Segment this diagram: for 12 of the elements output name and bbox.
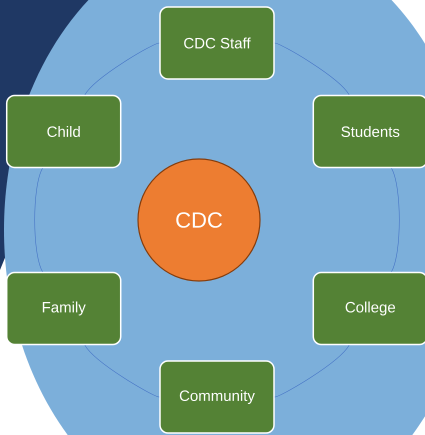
ring-arc	[84, 42, 160, 96]
group-box: CDC Staff	[159, 6, 275, 80]
ring-arc	[84, 344, 160, 398]
ring-arc	[391, 168, 400, 272]
group-box: Family	[6, 272, 122, 346]
group-box: Child	[6, 94, 122, 168]
ring-arc	[274, 344, 350, 398]
ring-arc	[274, 42, 350, 96]
group-box: Community	[159, 360, 275, 434]
group-box: Students	[312, 94, 425, 168]
group-box: College	[312, 272, 425, 346]
ring-arc	[34, 168, 43, 272]
